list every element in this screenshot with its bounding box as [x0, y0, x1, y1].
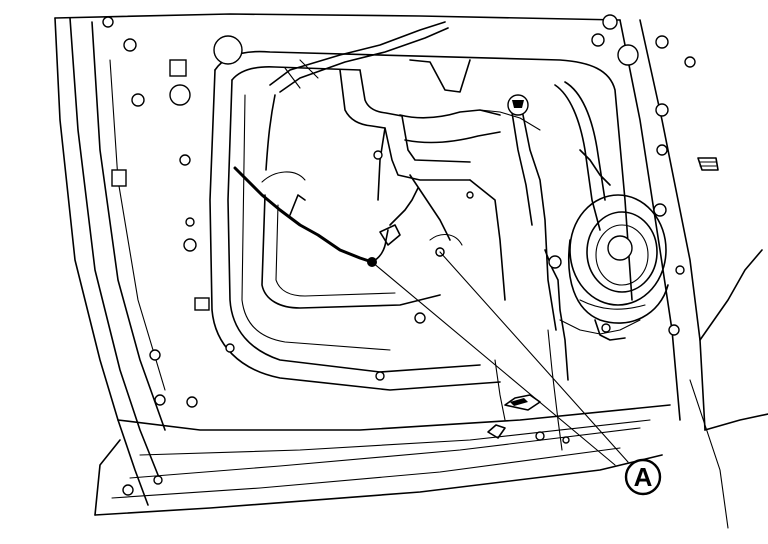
- callout-a-label: A: [634, 462, 653, 492]
- upper-harness: [265, 21, 449, 171]
- callout-leaders: [371, 251, 629, 466]
- wiring-harness-front: [233, 166, 463, 267]
- door-outer-frame: [54, 13, 768, 529]
- speaker-assembly: [568, 194, 669, 324]
- removed-bolt: [697, 157, 719, 171]
- inner-panel-recess: [209, 50, 633, 391]
- regulator-assembly: [339, 59, 541, 301]
- wiring-harness-rear: [507, 81, 641, 381]
- callout-a: A: [624, 458, 662, 496]
- panel-holes: [102, 14, 696, 496]
